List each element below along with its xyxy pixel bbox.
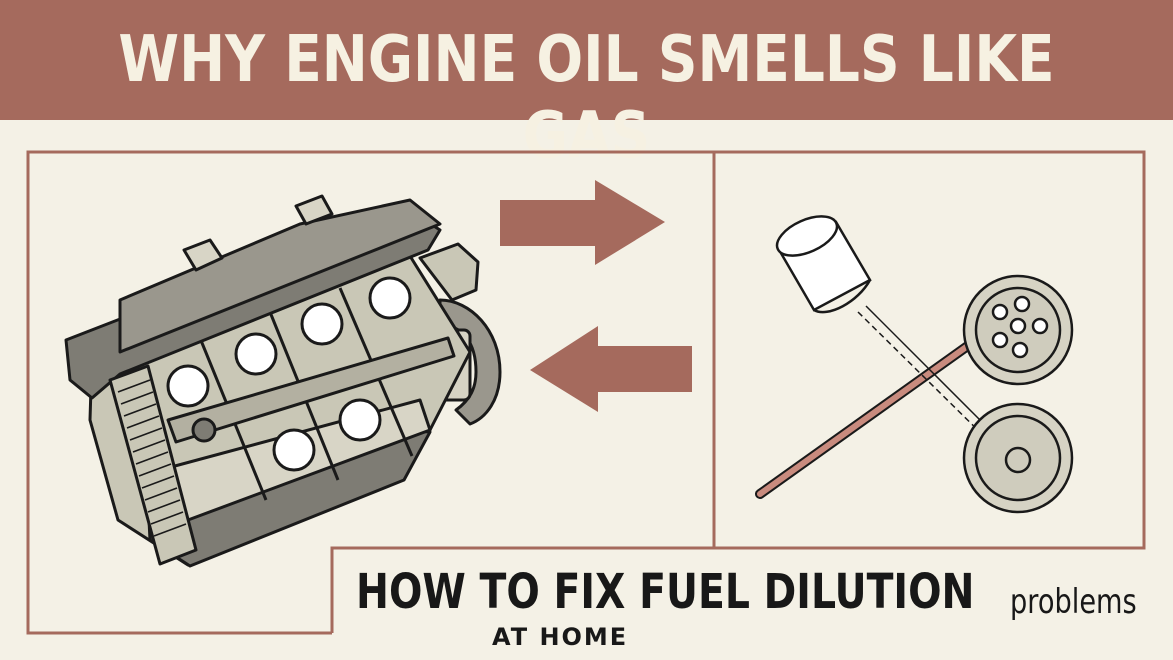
subtitle-main: HOW TO FIX FUEL DILUTION (356, 564, 975, 620)
subtitle-line2: AT HOME (492, 623, 629, 651)
oil-cap-icon (775, 215, 872, 314)
page-title: WHY ENGINE OIL SMELLS LIKE GAS (118, 23, 1055, 173)
subtitle-suffix: problems (1010, 582, 1137, 622)
filter-base-icon (962, 402, 1074, 514)
engine-icon (64, 194, 502, 568)
title-banner: WHY ENGINE OIL SMELLS LIKE GAS (0, 0, 1173, 173)
frame (26, 150, 1146, 635)
arrow-left-icon (530, 326, 692, 412)
arrow-right-icon (500, 180, 665, 265)
filter-icon (962, 274, 1074, 386)
